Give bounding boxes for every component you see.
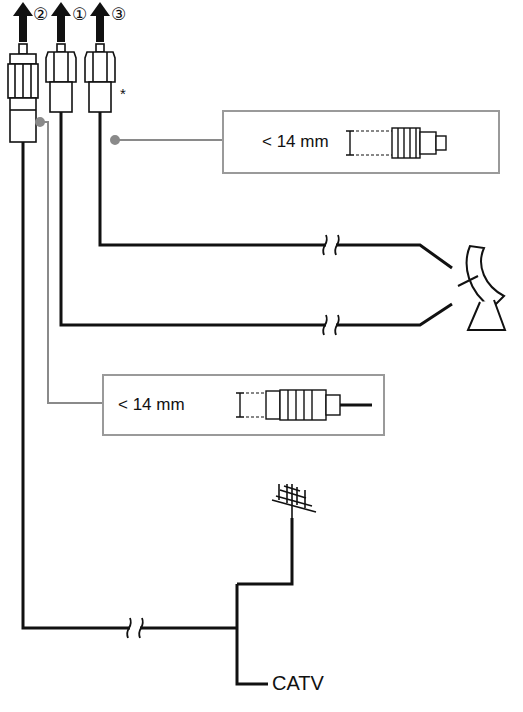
footnote-mark: * (120, 86, 126, 101)
dimension-icon (236, 390, 372, 420)
dimension-text: < 14 mm (118, 395, 185, 415)
f-connector-plug (8, 44, 38, 142)
dimension-callout-box: < 14 mm (102, 374, 385, 436)
dimension-text: < 14 mm (262, 132, 329, 152)
callout-number: ③ (111, 6, 126, 23)
satellite-dish (458, 246, 505, 330)
insert-arrows (13, 2, 110, 42)
aerial-antenna (272, 484, 316, 518)
leader-line (36, 118, 222, 403)
f-connector (46, 44, 76, 112)
dimension-callout-box: < 14 mm (222, 110, 500, 174)
dimension-icon (346, 128, 446, 158)
callout-number: ① (72, 6, 87, 23)
cable-break (127, 235, 339, 638)
cable (23, 112, 452, 684)
callout-number: ② (33, 6, 48, 23)
f-connector (85, 44, 115, 112)
cable-tv-label: CATV (272, 673, 324, 693)
